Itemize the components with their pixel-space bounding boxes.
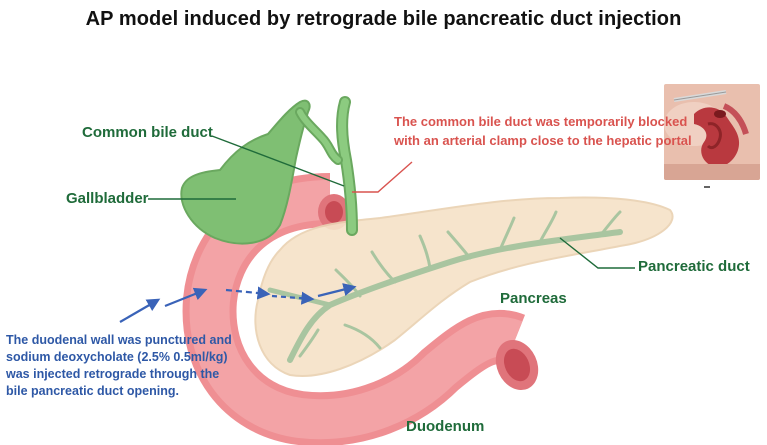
injection-arrows — [119, 283, 357, 323]
label-gallbladder: Gallbladder — [66, 190, 149, 207]
page-title: AP model induced by retrograde bile panc… — [85, 8, 682, 30]
injection-note-line: The duodenal wall was punctured and — [6, 333, 232, 347]
leader-common-bile-duct — [211, 135, 345, 187]
label-common-bile-duct: Common bile duct — [82, 124, 213, 141]
injection-note-line: bile pancreatic duct opening. — [6, 384, 179, 398]
leader-pancreatic-duct — [559, 237, 635, 269]
surgical-photo — [664, 84, 760, 180]
label-pancreatic-duct: Pancreatic duct — [638, 258, 750, 275]
injection-note-line: sodium deoxycholate (2.5% 0.5ml/kg) — [6, 350, 228, 364]
clamp-note-line: with an arterial clamp close to the hepa… — [394, 133, 692, 148]
clamp-note-line: The common bile duct was temporarily blo… — [394, 114, 688, 129]
label-duodenum: Duodenum — [406, 418, 485, 435]
leader-lines — [148, 135, 635, 269]
bile-duct-tubes — [295, 96, 358, 236]
leader-clamp — [352, 161, 413, 193]
gallbladder-shape — [180, 99, 311, 245]
injection-note: The duodenal wall was punctured and sodi… — [6, 332, 232, 400]
injection-note-line: was injected retrograde through the — [6, 367, 220, 381]
label-pancreas: Pancreas — [500, 290, 567, 307]
clamp-note: The common bile duct was temporarily blo… — [394, 112, 692, 150]
duodenum-shape — [182, 173, 539, 445]
